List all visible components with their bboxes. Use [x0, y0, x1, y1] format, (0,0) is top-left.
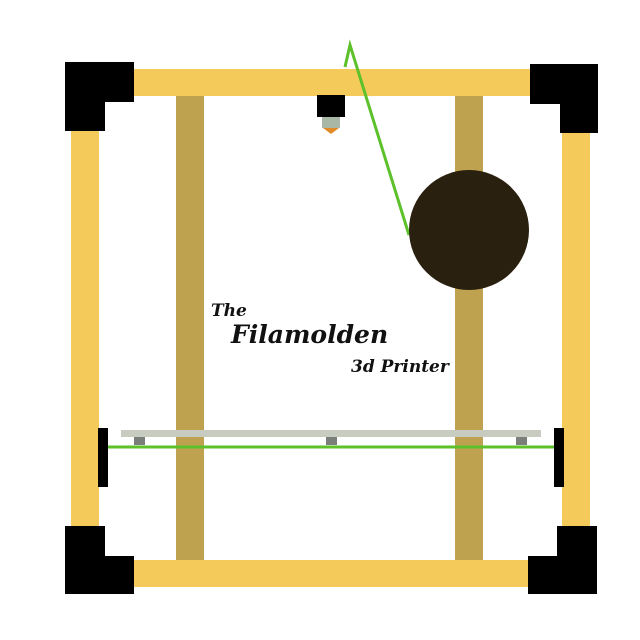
bed-mount-center [326, 437, 337, 445]
hotend-heater [322, 117, 340, 128]
corner-bracket-top-left [65, 62, 134, 131]
logo-line-the: The [211, 301, 247, 321]
frame-bottom-rail [100, 560, 540, 587]
print-bed [121, 430, 541, 437]
frame-top-rail [100, 69, 540, 96]
bed-clamp-left [98, 428, 108, 487]
logo-line-title: Filamolden [230, 320, 388, 349]
corner-bracket-top-right [530, 64, 598, 133]
hotend-block [317, 95, 345, 117]
corner-bracket-bottom-right [528, 526, 597, 594]
right-vertical-rod [455, 96, 483, 560]
corner-bracket-bottom-left [65, 526, 134, 594]
bed-clamp-right [554, 428, 564, 487]
frame-left-rail [71, 100, 99, 560]
nozzle [323, 128, 339, 134]
filament-spool [409, 170, 529, 290]
filament-line [343, 39, 411, 236]
frame-right-rail [562, 100, 590, 560]
left-vertical-rod [176, 96, 204, 560]
bed-mount-right [516, 437, 527, 445]
logo-line-subtitle: 3d Printer [351, 357, 450, 377]
bed-mount-left [134, 437, 145, 445]
